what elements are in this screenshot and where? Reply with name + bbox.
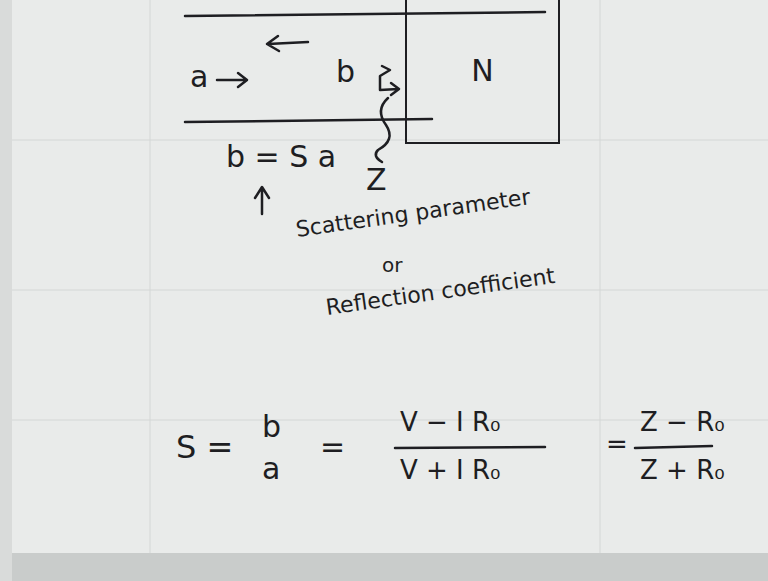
fraction-bar xyxy=(395,447,545,448)
network-box: N xyxy=(405,0,560,144)
line-conductor-bottom xyxy=(185,119,432,122)
port-wave-label: a xyxy=(190,60,208,93)
pointer-arrow xyxy=(255,187,269,214)
reflected-arrow xyxy=(267,36,308,51)
equation: b = S a xyxy=(226,140,336,173)
impedance-label: Z xyxy=(366,163,387,196)
equals-sign: = xyxy=(320,430,345,463)
fraction-denominator: a xyxy=(262,452,280,485)
impedance-brace xyxy=(376,98,390,162)
incident-arrow xyxy=(217,73,247,87)
grid-lines xyxy=(0,0,768,555)
fraction-denominator: Z + R₀ xyxy=(640,456,725,485)
fraction-denominator: V + I R₀ xyxy=(400,456,501,485)
fraction-numerator: Z − R₀ xyxy=(640,408,725,437)
fraction-bar xyxy=(635,446,712,448)
port-wave-label: b xyxy=(336,55,355,88)
board-edge xyxy=(0,553,768,581)
note-text: Scattering parameter xyxy=(294,185,532,242)
wave-at-port-arrow xyxy=(380,66,399,95)
fraction-numerator: V − I R₀ xyxy=(400,408,501,437)
equation-term: S = xyxy=(176,430,233,465)
network-label: N xyxy=(471,53,493,88)
board-frame xyxy=(0,0,12,581)
line-conductor-top xyxy=(185,12,545,16)
equals-sign: = xyxy=(606,430,628,459)
note-text: or xyxy=(382,254,402,276)
note-text: Reflection coefficient xyxy=(324,264,556,320)
fraction-numerator: b xyxy=(262,410,281,443)
